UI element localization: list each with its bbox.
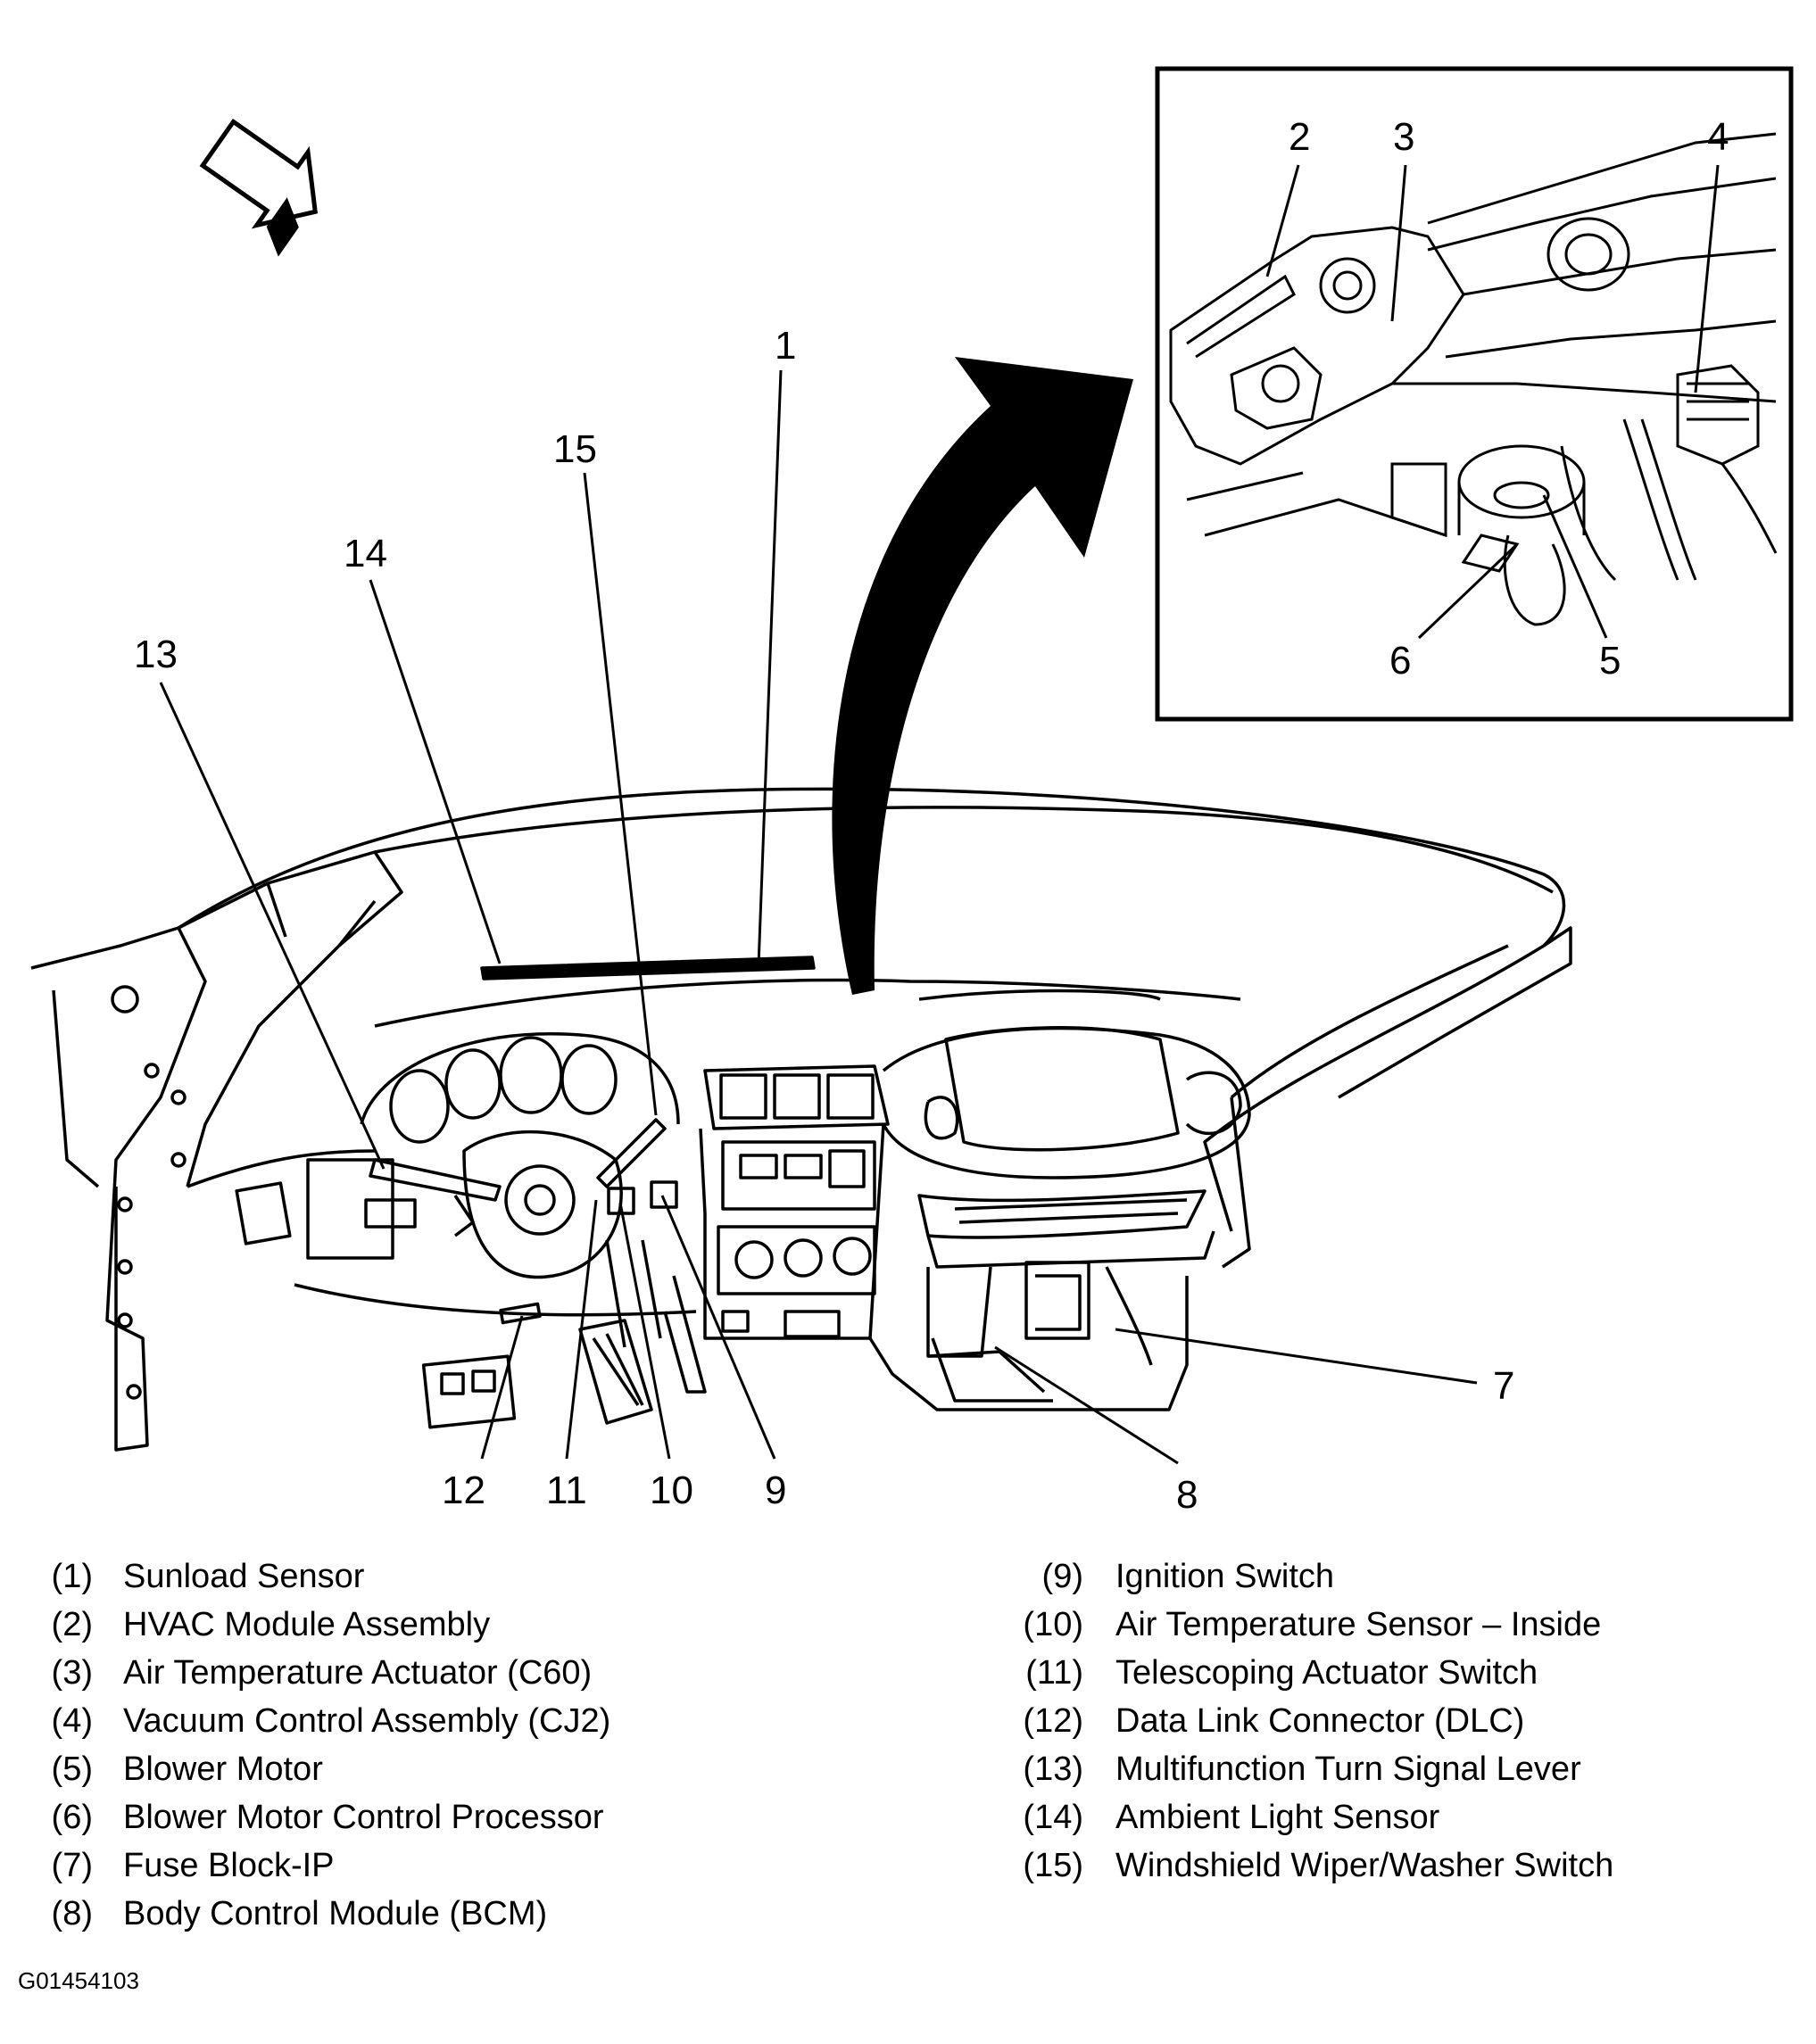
legend-column-left: (1) Sunload Sensor (2) HVAC Module Assembl…: [43, 1552, 900, 1938]
instrument-panel-drawing: [30, 787, 1572, 1452]
callout-6: 6: [1389, 639, 1411, 683]
legend-item: (11) Telescoping Actuator Switch: [1008, 1649, 1794, 1697]
legend-text: Data Link Connector (DLC): [1115, 1701, 1525, 1740]
callout-15: 15: [553, 427, 597, 471]
legend-number: (10): [1023, 1605, 1083, 1643]
legend-number: (13): [1023, 1750, 1083, 1788]
legend-text: Multifunction Turn Signal Lever: [1115, 1750, 1581, 1788]
component-legend: (1) Sunload Sensor (2) HVAC Module Assembl…: [0, 1552, 1816, 1972]
legend-item: (3) Air Temperature Actuator (C60): [43, 1649, 900, 1697]
legend-number: (7): [51, 1846, 93, 1884]
legend-number: (12): [1023, 1701, 1083, 1740]
callout-2: 2: [1289, 115, 1310, 159]
legend-item: (6) Blower Motor Control Processor: [43, 1793, 900, 1841]
legend-item: (2) HVAC Module Assembly: [43, 1601, 900, 1649]
legend-text: Windshield Wiper/Washer Switch: [1115, 1846, 1614, 1884]
callout-8: 8: [1176, 1473, 1198, 1517]
callout-11: 11: [546, 1469, 587, 1512]
legend-number: (4): [51, 1701, 93, 1740]
legend-text: Sunload Sensor: [123, 1557, 365, 1595]
legend-item: (13) Multifunction Turn Signal Lever: [1008, 1745, 1794, 1793]
callout-10: 10: [650, 1469, 693, 1512]
legend-text: Fuse Block-IP: [123, 1846, 335, 1884]
legend-number: (14): [1023, 1798, 1083, 1836]
legend-item: (12) Data Link Connector (DLC): [1008, 1697, 1794, 1745]
callout-labels: 1 2 3 4 5 6 7 8 9 10 11 12 13 14 15: [134, 115, 1729, 1517]
direction-arrow-icon: [199, 118, 319, 257]
legend-text: Vacuum Control Assembly (CJ2): [123, 1701, 611, 1740]
legend-text: Blower Motor: [123, 1750, 323, 1788]
detail-arrow-icon: [832, 357, 1133, 995]
callout-12: 12: [442, 1469, 485, 1512]
callout-7: 7: [1493, 1364, 1514, 1408]
legend-number: (1): [51, 1557, 93, 1595]
callout-leaders: [159, 369, 1478, 1465]
legend-item: (15) Windshield Wiper/Washer Switch: [1008, 1841, 1794, 1890]
legend-text: Ambient Light Sensor: [1115, 1798, 1440, 1836]
legend-number: (5): [51, 1750, 93, 1788]
callout-5: 5: [1599, 639, 1621, 683]
figure-code: G01454103: [18, 1967, 139, 1994]
callout-1: 1: [775, 324, 796, 368]
legend-number: (6): [51, 1798, 93, 1836]
callout-3: 3: [1393, 115, 1414, 159]
legend-text: Air Temperature Sensor – Inside: [1115, 1605, 1602, 1643]
callout-13: 13: [134, 633, 178, 676]
legend-item: (10) Air Temperature Sensor – Inside: [1008, 1601, 1794, 1649]
legend-column-right: (9) Ignition Switch (10) Air Temperature S…: [1008, 1552, 1794, 1890]
legend-text: Body Control Module (BCM): [123, 1894, 548, 1932]
legend-number: (2): [51, 1605, 93, 1643]
legend-number: (9): [1041, 1557, 1083, 1595]
legend-item: (1) Sunload Sensor: [43, 1552, 900, 1601]
dashboard-diagram: 1 2 3 4 5 6 7 8 9 10 11 12 13 14 15: [30, 66, 1794, 1517]
legend-item: (5) Blower Motor: [43, 1745, 900, 1793]
legend-text: HVAC Module Assembly: [123, 1605, 491, 1643]
legend-text: Telescoping Actuator Switch: [1115, 1653, 1538, 1692]
legend-text: Blower Motor Control Processor: [123, 1798, 604, 1836]
legend-item: (9) Ignition Switch: [1008, 1552, 1794, 1601]
legend-number: (15): [1023, 1846, 1083, 1884]
legend-item: (4) Vacuum Control Assembly (CJ2): [43, 1697, 900, 1745]
callout-9: 9: [765, 1469, 786, 1512]
legend-text: Ignition Switch: [1115, 1557, 1335, 1595]
legend-item: (7) Fuse Block-IP: [43, 1841, 900, 1890]
legend-text: Air Temperature Actuator (C60): [123, 1653, 593, 1692]
legend-item: (14) Ambient Light Sensor: [1008, 1793, 1794, 1841]
callout-14: 14: [344, 532, 387, 575]
legend-number: (8): [51, 1894, 93, 1932]
legend-number: (11): [1025, 1653, 1083, 1692]
inset-detail-view: [1155, 66, 1794, 722]
legend-item: (8) Body Control Module (BCM): [43, 1890, 900, 1938]
callout-4: 4: [1707, 115, 1729, 159]
legend-number: (3): [51, 1653, 93, 1692]
